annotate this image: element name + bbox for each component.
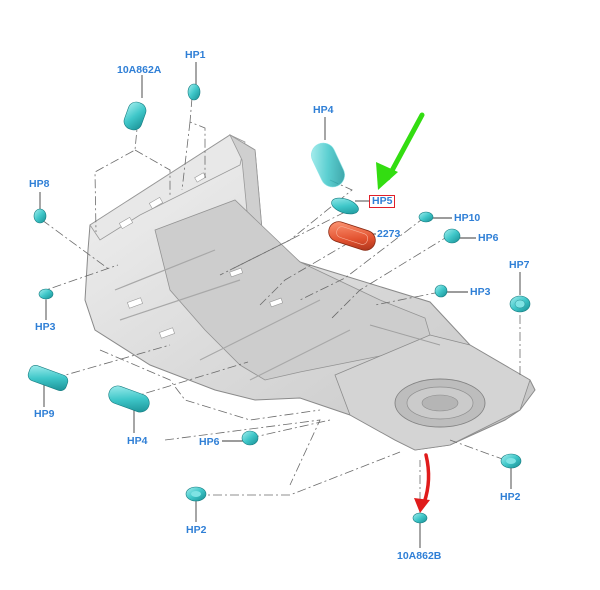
label-hp10: HP10 [454,212,481,224]
label-hp5: HP5 [369,195,396,208]
label-hp9: HP9 [34,408,55,420]
plug-10A862A [123,101,147,131]
label-hp6-bottom: HP6 [199,436,220,448]
plug-HP4-top [311,142,345,188]
red-arrow [414,453,431,513]
plug-HP7 [509,295,531,313]
label-hp4-top: HP4 [313,104,334,116]
part-2273 [328,221,376,251]
plug-HP2-right [500,453,522,469]
plug-HP8 [33,208,47,224]
plug-HP3-left [38,288,54,300]
label-10A862B: 10A862B [397,550,442,562]
label-leaders [39,62,521,548]
plug-HP5 [331,197,359,215]
plug-HP4-bottom [108,385,150,413]
plug-HP6-bottom [241,430,259,446]
label-hp1: HP1 [185,49,206,61]
label-10A862A: 10A862A [117,64,162,76]
floor-pan [84,133,536,451]
plug-HP10 [418,211,434,223]
label-hp2-right: HP2 [500,491,521,503]
plug-10A862B [412,512,428,524]
plug-HP9 [27,365,69,391]
label-hp3-left: HP3 [35,321,56,333]
plug-HP6-right [443,228,461,244]
label-hp7: HP7 [509,259,530,271]
label-hp8: HP8 [29,178,50,190]
label-hp2-left: HP2 [186,524,207,536]
label-hp3-right: HP3 [470,286,491,298]
plug-HP3-right [434,284,448,298]
label-2273: 2273 [377,228,401,240]
label-hp6-right: HP6 [478,232,499,244]
plug-HP2-left [185,486,207,502]
label-hp4-bottom: HP4 [127,435,148,447]
green-arrow [376,112,425,190]
plug-HP1 [187,83,201,101]
